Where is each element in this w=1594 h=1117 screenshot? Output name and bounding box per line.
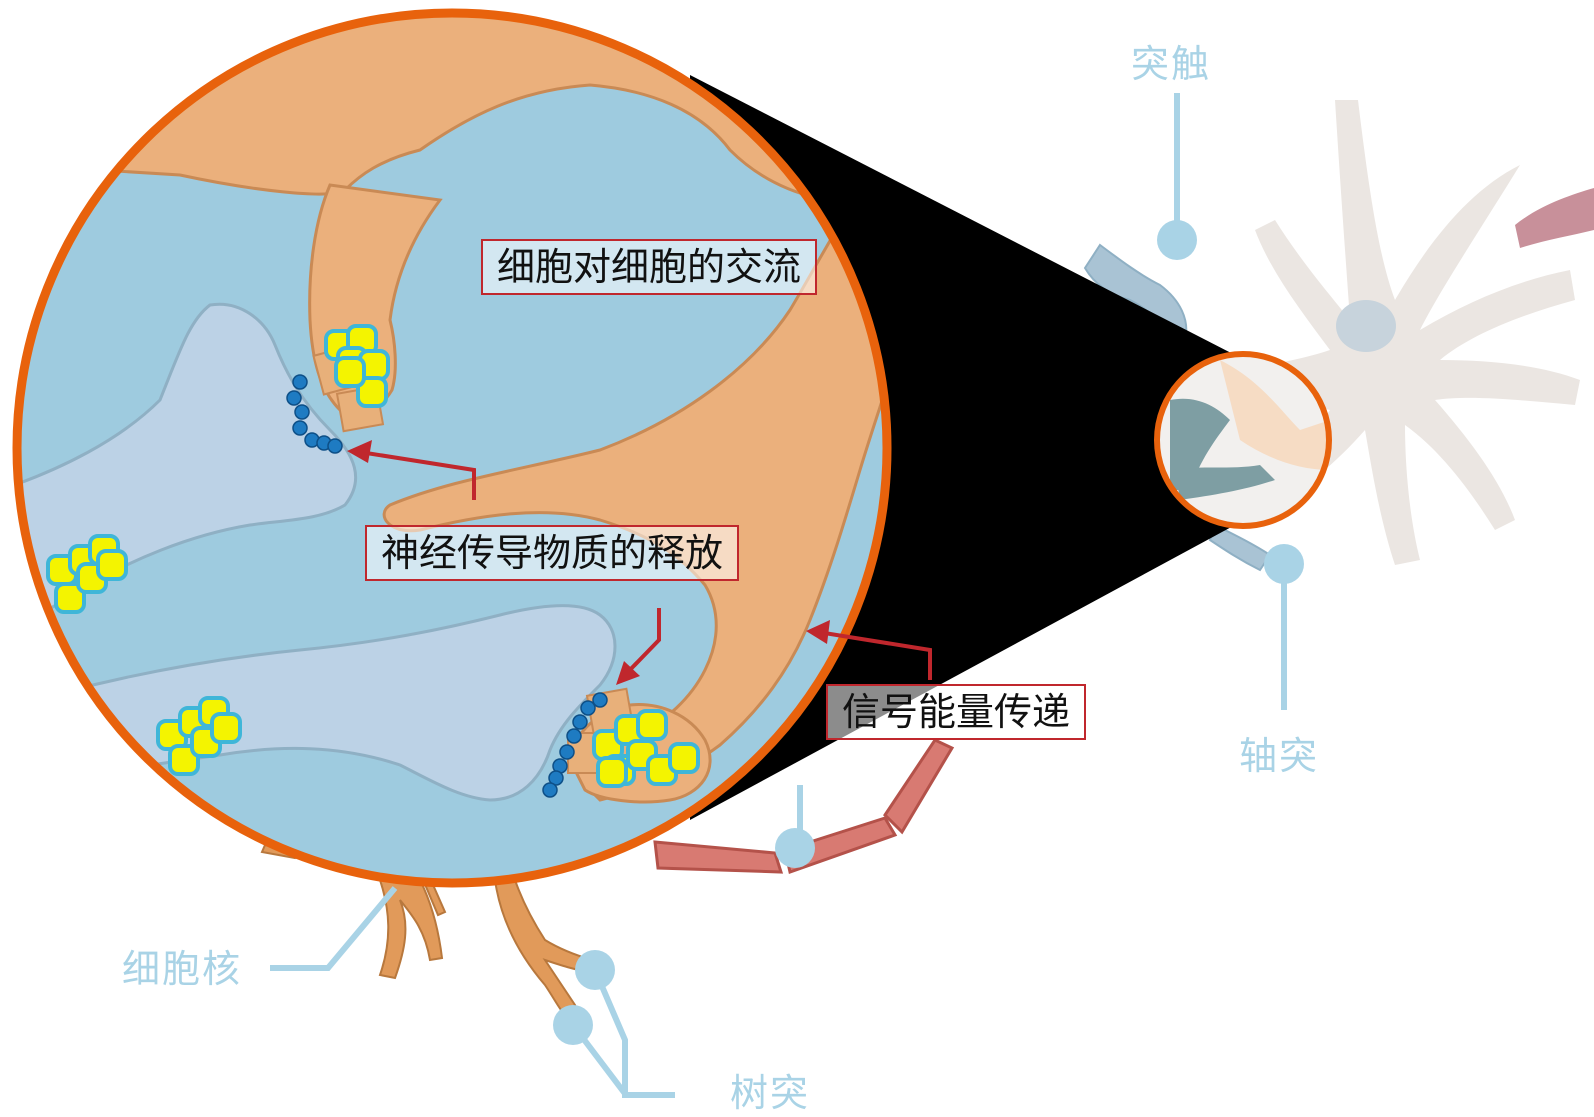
vesicle [336, 358, 364, 386]
neurotransmitter-dot [573, 715, 587, 729]
neurotransmitter-dot [581, 701, 595, 715]
label-dendrite: 树突 [730, 1062, 810, 1117]
neurotransmitter-dot [287, 391, 301, 405]
callout-neurotransmitter-release: 神经传导物质的释放 [365, 525, 739, 581]
small-lens [1157, 354, 1330, 526]
label-synapse: 突触 [1131, 33, 1211, 88]
callout-signal-transmission: 信号能量传递 [826, 684, 1086, 740]
vesicle [598, 758, 626, 786]
neurotransmitter-dot [567, 729, 581, 743]
label-axon: 轴突 [1239, 725, 1319, 780]
neurotransmitter-dot [543, 783, 557, 797]
neurotransmitter-dot [295, 405, 309, 419]
vesicle [638, 711, 666, 739]
neurotransmitter-dot [328, 439, 342, 453]
callout-cell-communication: 细胞对细胞的交流 [481, 239, 817, 295]
neurotransmitter-dot [293, 421, 307, 435]
vesicle [212, 714, 240, 742]
neurotransmitter-dot [293, 375, 307, 389]
label-nucleus: 细胞核 [122, 938, 242, 993]
vesicle [670, 744, 698, 772]
neurotransmitter-dot [560, 745, 574, 759]
vesicle [98, 551, 126, 579]
